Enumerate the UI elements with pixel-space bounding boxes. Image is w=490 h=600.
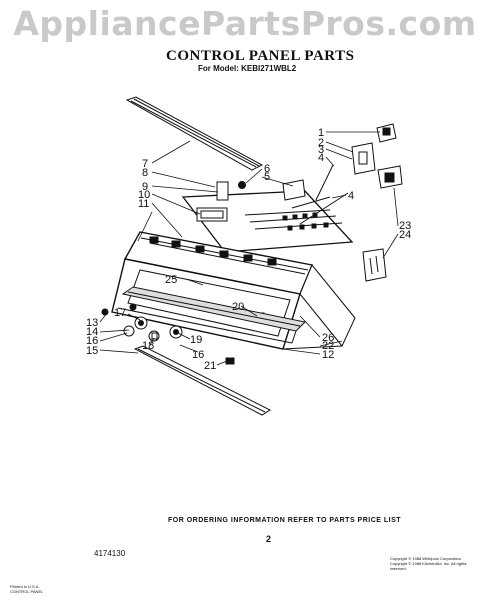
copyright-block: Copyright © 1988 Whirlpool Corporation C…	[390, 556, 480, 571]
part-label: 18	[142, 340, 154, 352]
part-label: 21	[204, 360, 216, 372]
part-label: 10	[138, 189, 150, 201]
part-label: 8	[142, 167, 148, 179]
watermark: AppliancePartsPros.com	[13, 4, 477, 43]
switch-assembly	[282, 123, 403, 225]
part-label: 2	[318, 137, 324, 149]
front-hardware	[101, 181, 246, 365]
part-label: 20	[232, 301, 244, 313]
print-info-line: Printed in U.S.A.	[10, 584, 40, 589]
part-label: 12	[322, 349, 334, 361]
part-label: 9	[142, 181, 148, 193]
print-info-line: CONTROL PANEL	[10, 589, 44, 594]
copyright-line: Copyright © 1988 KitchenAid, Inc. All ri…	[390, 561, 467, 571]
part-label: 14	[86, 326, 98, 338]
leader-lines	[99, 131, 399, 366]
part-label: 4	[318, 152, 324, 164]
part-label: 25	[165, 274, 177, 286]
page-number: 2	[266, 534, 272, 544]
part-label: 6	[264, 163, 270, 175]
part-label: 19	[190, 334, 202, 346]
part-label: 3	[318, 144, 324, 156]
part-label: 22	[322, 340, 334, 352]
part-label: 17	[114, 307, 126, 319]
side-bracket	[362, 248, 387, 282]
part-label: 16	[86, 335, 98, 347]
part-number-labels: 1 2 3 4 4 5 6 7 8 9 10 11 12 13 14 15 16…	[86, 127, 411, 372]
part-label: 1	[318, 127, 324, 139]
print-info-block: Printed in U.S.A. CONTROL PANEL	[10, 584, 70, 594]
bottom-trim-strip	[133, 345, 272, 416]
part-label: 23	[399, 220, 411, 232]
diagram-title: CONTROL PANEL PARTS	[166, 48, 355, 64]
part-label: 7	[142, 158, 148, 170]
part-label: 4	[348, 190, 354, 202]
part-label: 5	[264, 171, 270, 183]
part-label: 13	[86, 317, 98, 329]
top-trim-strip	[125, 96, 264, 171]
model-line: For Model: KEBI271WBL2	[198, 64, 297, 73]
part-label: 24	[399, 229, 411, 241]
part-label: 26	[322, 332, 334, 344]
part-label: 11	[138, 198, 149, 210]
overlay-strip	[117, 286, 307, 344]
ordering-note: FOR ORDERING INFORMATION REFER TO PARTS …	[168, 517, 402, 524]
part-label: 16	[192, 349, 204, 361]
copyright-line: Copyright © 1988 Whirlpool Corporation	[390, 556, 461, 561]
control-bracket	[181, 181, 354, 253]
part-label: 15	[86, 345, 98, 357]
document-number: 4174130	[94, 549, 126, 558]
